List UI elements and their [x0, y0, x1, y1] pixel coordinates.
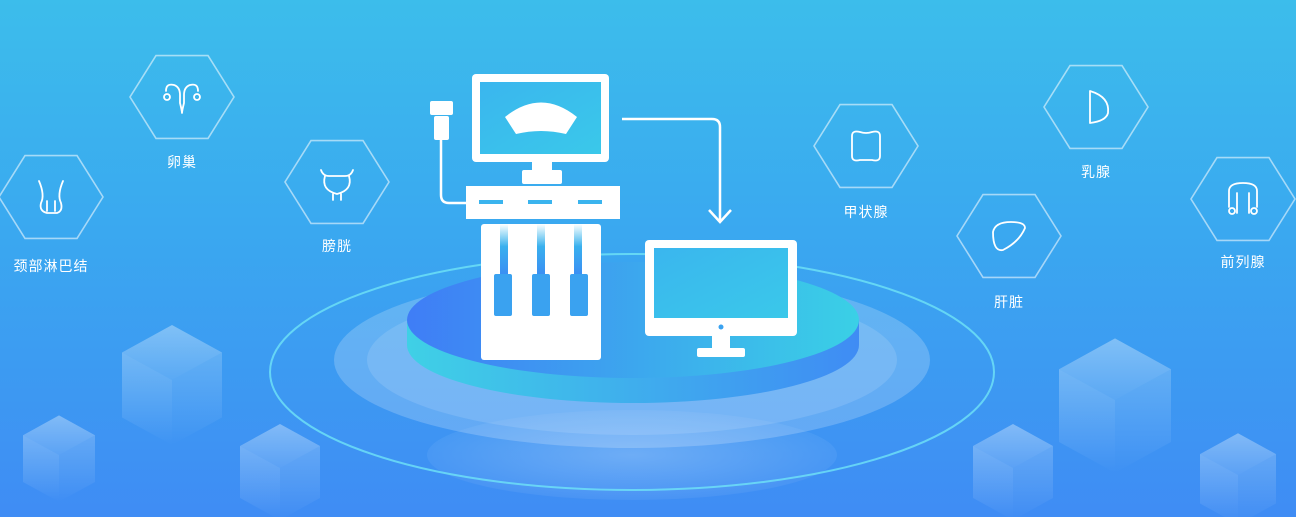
organ-label-prostate: 前列腺 [1220, 255, 1266, 271]
prostate-icon [1190, 156, 1296, 242]
organ-label-breast: 乳腺 [1081, 165, 1111, 181]
bladder-icon [284, 139, 390, 225]
neck-lymph-icon [0, 154, 104, 240]
cube-decoration [23, 415, 95, 502]
desktop-monitor-icon [645, 240, 797, 357]
background-cubes [23, 325, 1276, 517]
organ-label-liver: 肝脏 [994, 295, 1024, 311]
organ-label-thyroid: 甲状腺 [843, 205, 889, 221]
cube-decoration [1200, 433, 1276, 517]
cube-decoration [240, 424, 320, 517]
thyroid-icon [813, 103, 919, 189]
ultrasound-machine-icon [430, 74, 620, 360]
organ-label-bladder: 膀胱 [322, 239, 352, 255]
cube-decoration [1059, 338, 1171, 473]
breast-icon [1043, 64, 1149, 150]
transfer-arrow-icon [622, 117, 732, 224]
organ-label-neck-lymph: 颈部淋巴结 [13, 259, 89, 275]
ovary-icon [129, 54, 235, 140]
organ-label-ovary: 卵巢 [167, 155, 197, 171]
liver-icon [956, 193, 1062, 279]
cube-decoration [973, 424, 1053, 517]
organ-hexagons [0, 54, 1296, 279]
cube-decoration [122, 325, 222, 445]
